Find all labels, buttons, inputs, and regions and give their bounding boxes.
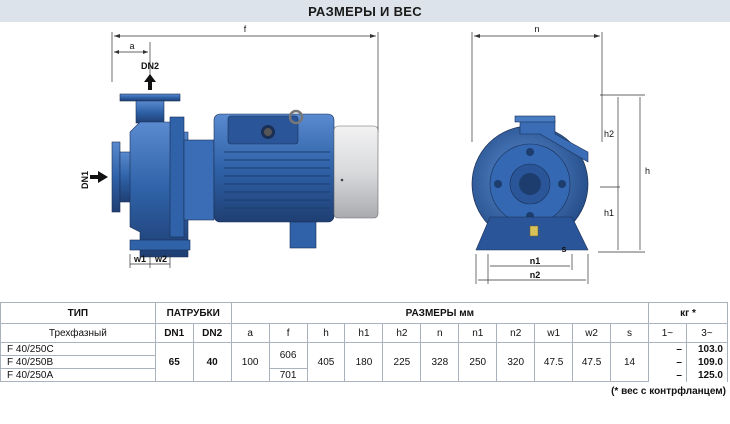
col-weight-1ph: 1~: [648, 323, 687, 343]
col-n1: n1: [458, 323, 498, 343]
dim-w2-label: w2: [154, 254, 167, 264]
cell-dn1: 65: [154, 342, 194, 382]
dim-n-label: n: [534, 24, 539, 34]
cell-weight-1ph: –: [648, 368, 687, 382]
footnote: (* вес с контрфланцем): [611, 386, 726, 397]
cell-weight-3ph: 103.0: [685, 342, 729, 356]
page-title: РАЗМЕРЫ И ВЕС: [308, 3, 422, 19]
col-s: s: [610, 323, 649, 343]
dim-s-label: s: [561, 244, 566, 254]
table-row: F 40/250A 701 – 125.0: [0, 368, 729, 382]
cell-w2: 47.5: [572, 342, 612, 382]
cell-n1: 250: [458, 342, 498, 382]
header-type: ТИП: [0, 302, 156, 324]
model-name: F 40/250B: [0, 355, 156, 369]
col-f: f: [268, 323, 308, 343]
col-h2: h2: [382, 323, 422, 343]
col-h1: h1: [344, 323, 384, 343]
col-weight-3ph: 3~: [685, 323, 729, 343]
cell-weight-1ph: –: [648, 355, 687, 369]
dim-n2-label: n2: [530, 270, 541, 280]
cell-h: 405: [306, 342, 346, 382]
subheader-dn1: DN1: [154, 323, 194, 343]
dim-f-label: f: [244, 24, 247, 34]
cell-weight-1ph: –: [648, 342, 687, 356]
pump-drawing: f a DN2 DN1: [80, 24, 650, 284]
table-row: F 40/250C 65 40 100 606 405 180 225 328 …: [0, 342, 729, 382]
inlet-arrow-icon: [90, 171, 108, 183]
col-a: a: [230, 323, 270, 343]
subheader-type: Трехфазный: [0, 323, 156, 343]
col-n2: n2: [496, 323, 536, 343]
dim-h-label: h: [645, 166, 650, 176]
dim-n1-label: n1: [530, 256, 541, 266]
cell-h2: 225: [382, 342, 422, 382]
model-name: F 40/250C: [0, 342, 156, 356]
header-weight: кг *: [648, 302, 728, 324]
dim-dn1-label: DN1: [80, 171, 90, 189]
title-banner: РАЗМЕРЫ И ВЕС: [0, 0, 730, 22]
cell-s: 14: [610, 342, 649, 382]
cell-n: 328: [420, 342, 460, 382]
cell-h1: 180: [344, 342, 384, 382]
model-name: F 40/250A: [0, 368, 156, 382]
col-h: h: [306, 323, 346, 343]
dim-dn2-label: DN2: [141, 61, 159, 71]
cell-f-top: 606: [268, 342, 308, 369]
outlet-arrow-icon: [144, 74, 156, 90]
col-w1: w1: [534, 323, 574, 343]
dim-w1-label: w1: [133, 254, 146, 264]
dim-a-label: a: [129, 41, 134, 51]
cell-w1: 47.5: [534, 342, 574, 382]
cell-dn2: 40: [192, 342, 232, 382]
cell-weight-3ph: 109.0: [685, 355, 729, 369]
spec-table: ТИП ПАТРУБКИ РАЗМЕРЫ мм кг * Трехфазный …: [0, 302, 729, 382]
dim-h2-label: h2: [604, 129, 614, 139]
side-view: f a DN2 DN1: [80, 24, 379, 268]
cell-f-bottom: 701: [268, 368, 308, 382]
cell-n2: 320: [496, 342, 536, 382]
cell-weight-3ph: 125.0: [685, 368, 729, 382]
header-ports: ПАТРУБКИ: [154, 302, 232, 324]
front-view: n h h2 h1 n1 n2 s: [471, 24, 650, 284]
cell-a: 100: [230, 342, 270, 382]
dim-h1-label: h1: [604, 208, 614, 218]
col-n: n: [420, 323, 460, 343]
col-w2: w2: [572, 323, 612, 343]
header-dims: РАЗМЕРЫ мм: [230, 302, 650, 324]
table-row: F 40/250B – 109.0: [0, 355, 729, 369]
subheader-dn2: DN2: [192, 323, 232, 343]
